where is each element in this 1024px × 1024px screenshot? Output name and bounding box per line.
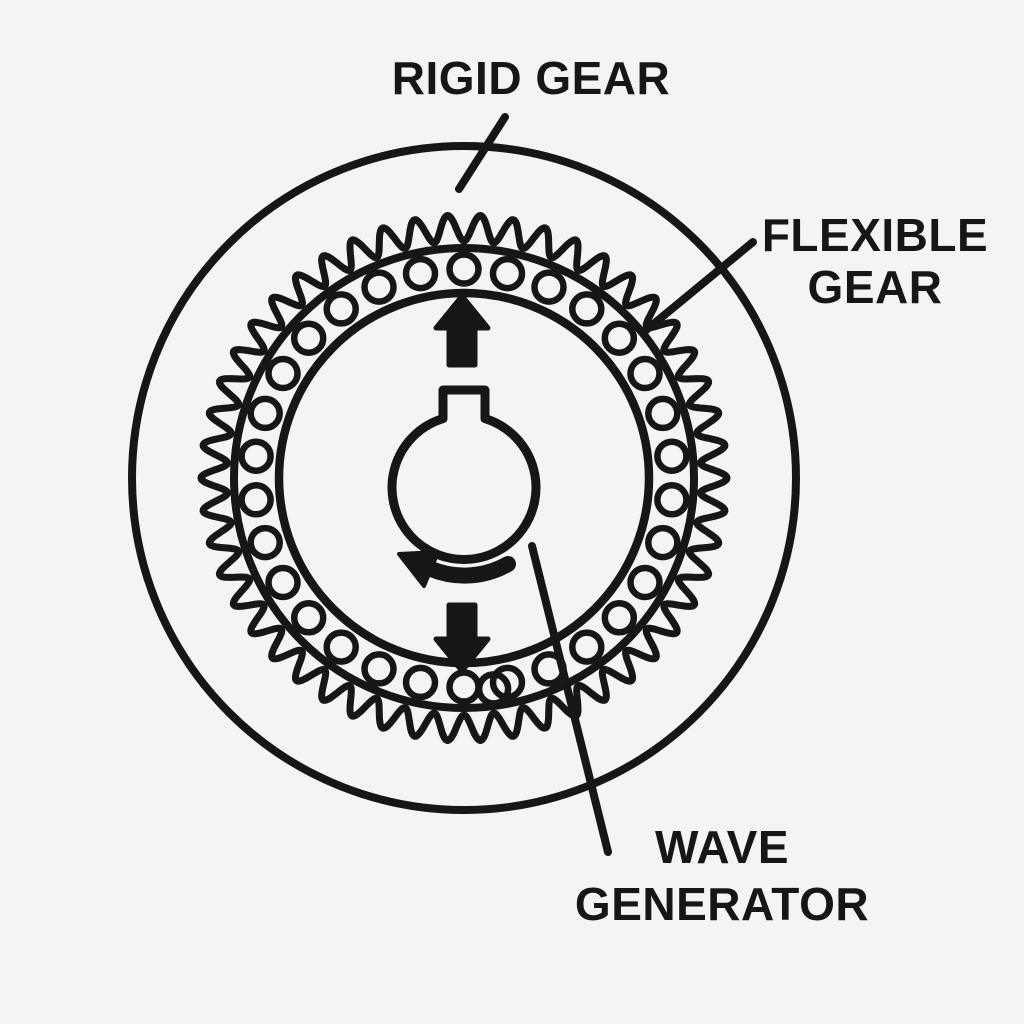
bearing-ball	[569, 629, 605, 665]
bearing-ball	[446, 251, 482, 287]
bearing-ball	[238, 438, 274, 474]
bearing-ball	[654, 482, 690, 518]
bearing-ball	[601, 600, 638, 636]
bearing-ball	[323, 291, 359, 327]
bearing-ball	[402, 664, 439, 701]
rotation-arrow-arc	[423, 556, 516, 584]
bearing-ball	[475, 671, 512, 707]
bearing-ball	[645, 395, 681, 432]
bearing-ball	[627, 355, 663, 392]
bearing-ball	[247, 524, 283, 561]
label-flexible-gear-line2: GEAR	[808, 261, 943, 313]
bearing-ball	[645, 524, 681, 561]
label-flexible-gear: FLEXIBLE GEAR	[762, 209, 988, 313]
up-arrow-icon	[433, 293, 491, 368]
gear-teeth-ring	[197, 212, 731, 744]
bearing-ball	[569, 291, 605, 327]
rotation-arrow-icon	[397, 550, 516, 588]
label-wave-generator-line1: WAVE	[655, 821, 789, 873]
wave-generator-shaft	[387, 385, 541, 564]
bearing-ball	[290, 600, 327, 636]
label-wave-generator-line2: GENERATOR	[575, 878, 869, 930]
bearing-ball	[247, 395, 283, 432]
bearing-ball	[361, 269, 397, 305]
label-wave-generator: WAVE GENERATOR	[575, 821, 869, 930]
bearing-ball	[265, 355, 301, 392]
bearing-ball	[238, 482, 274, 518]
bearing-ball	[290, 320, 327, 356]
bearing-ball	[446, 669, 482, 705]
rotation-arrow-head	[397, 550, 440, 588]
leader-line-wave-generator	[528, 542, 612, 856]
label-rigid-gear: RIGID GEAR	[392, 52, 670, 104]
bearing-ball	[323, 629, 359, 665]
bearing-ball	[265, 564, 301, 601]
bearing-ball	[627, 564, 663, 601]
bearing-ball	[489, 255, 526, 292]
leader-line-rigid-gear	[455, 113, 509, 193]
bearing-ball	[402, 255, 439, 292]
bearing-ball	[531, 269, 567, 305]
bearing-ball	[654, 438, 690, 474]
bearing-ball	[361, 651, 397, 687]
label-flexible-gear-line1: FLEXIBLE	[762, 209, 988, 261]
bearing-outer-race	[230, 244, 698, 712]
down-arrow-icon	[433, 602, 491, 674]
rigid-gear-circle	[128, 142, 800, 814]
leader-line-flexible-gear	[641, 238, 757, 335]
bearing-ball	[601, 320, 638, 356]
